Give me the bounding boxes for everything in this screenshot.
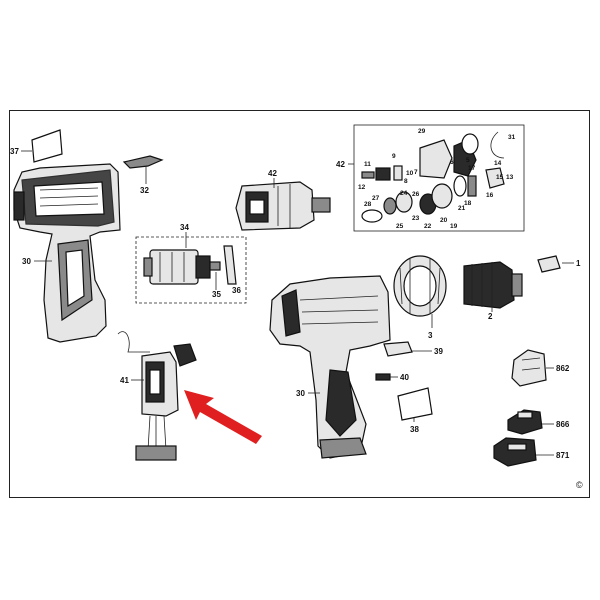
label-11: 11 xyxy=(364,161,371,168)
label-28: 28 xyxy=(364,201,372,208)
diagram-frame xyxy=(9,110,590,498)
label-17: 17 xyxy=(468,165,476,172)
chuck-screw-1 xyxy=(537,255,561,273)
label-6: 6 xyxy=(450,159,454,166)
label-35: 35 xyxy=(212,290,221,299)
label-7: 7 xyxy=(414,169,418,176)
label-39: 39 xyxy=(434,347,443,356)
battery-866 xyxy=(507,409,543,435)
switch-41 xyxy=(117,331,197,461)
clutch-ring-3 xyxy=(393,255,447,317)
label-32: 32 xyxy=(140,186,149,195)
label-3: 3 xyxy=(428,331,433,340)
motor-34 xyxy=(143,249,211,285)
label-866: 866 xyxy=(556,420,570,429)
label-25: 25 xyxy=(396,223,404,230)
label-37: 37 xyxy=(10,147,19,156)
clip-32 xyxy=(122,155,164,169)
label-20: 20 xyxy=(440,217,448,224)
label-29: 29 xyxy=(418,128,426,135)
label-5: 5 xyxy=(466,157,470,164)
label-871: 871 xyxy=(556,451,570,460)
label-41: 41 xyxy=(120,376,129,385)
label-36: 36 xyxy=(232,286,241,295)
label-862: 862 xyxy=(556,364,570,373)
holster-862 xyxy=(511,349,547,387)
label-21: 21 xyxy=(458,205,466,212)
label-38: 38 xyxy=(410,425,419,434)
motor-group-box xyxy=(135,236,247,304)
drill-assembled-30 xyxy=(269,275,391,459)
charger-871 xyxy=(493,437,537,467)
label-plate-37 xyxy=(31,129,63,163)
housing-left-half xyxy=(13,163,121,343)
label-16: 16 xyxy=(486,192,494,199)
label-13: 13 xyxy=(506,174,514,181)
belt-hook-39 xyxy=(383,341,413,357)
label-10: 10 xyxy=(406,170,414,177)
copyright-mark: © xyxy=(576,480,583,490)
label-15: 15 xyxy=(496,174,504,181)
gearbox-exploded-parts xyxy=(361,131,505,223)
gearbox-exploded-box xyxy=(353,124,525,232)
label-9: 9 xyxy=(392,153,396,160)
gearbox-42 xyxy=(235,181,331,231)
label-30-left: 30 xyxy=(22,257,31,266)
label-26: 26 xyxy=(412,191,420,198)
label-31: 31 xyxy=(508,134,516,141)
gearbox-callouts: 29 31 9 11 10 7 6 5 13 14 15 17 16 12 8 … xyxy=(358,128,516,230)
label-18: 18 xyxy=(464,200,472,207)
label-42-exploded: 42 xyxy=(336,160,345,169)
label-24: 24 xyxy=(400,190,408,197)
label-14: 14 xyxy=(494,160,502,167)
label-30-drill: 30 xyxy=(296,389,305,398)
label-8: 8 xyxy=(404,178,408,185)
pinion-35 xyxy=(209,261,221,271)
label-19: 19 xyxy=(450,223,458,230)
label-40: 40 xyxy=(400,373,409,382)
label-22: 22 xyxy=(424,223,432,230)
red-pointer-arrow xyxy=(184,390,262,444)
label-34: 34 xyxy=(180,223,189,232)
label-2: 2 xyxy=(488,312,493,321)
screw-40 xyxy=(375,373,391,381)
brush-plate-36 xyxy=(223,245,237,285)
label-plate-38 xyxy=(397,387,433,421)
label-1: 1 xyxy=(576,259,581,268)
label-42-gearbox: 42 xyxy=(268,169,277,178)
label-27: 27 xyxy=(372,195,380,202)
chuck-2 xyxy=(463,261,523,309)
label-23: 23 xyxy=(412,215,420,222)
label-12: 12 xyxy=(358,184,366,191)
